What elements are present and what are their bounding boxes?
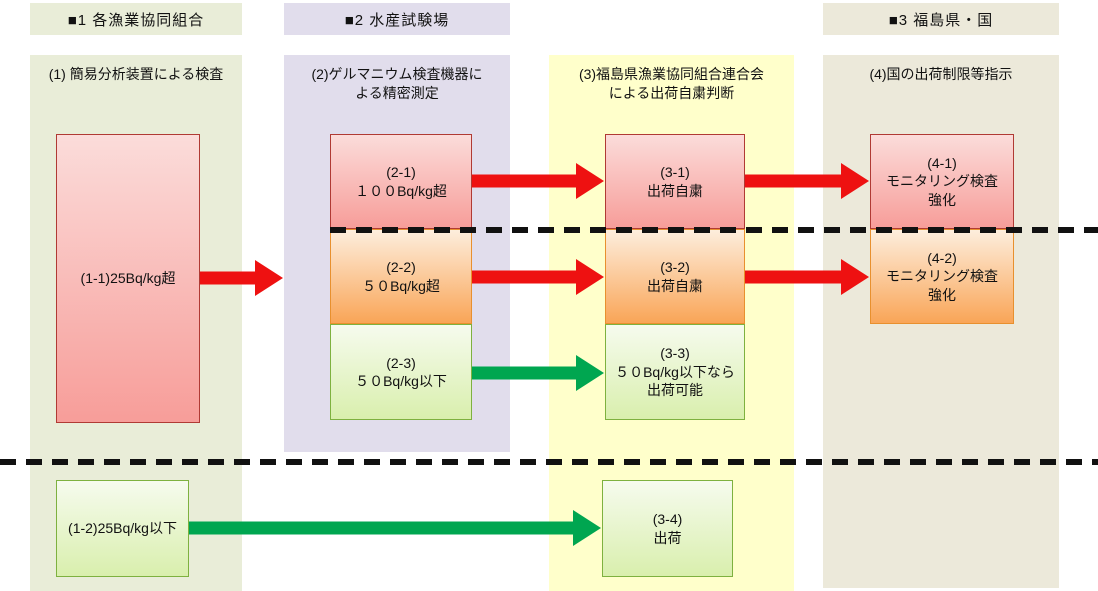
box-3-4-shipment: (3-4) 出荷 xyxy=(602,480,733,577)
org-header-fishery-cooperatives: ■1 各漁業協同組合 xyxy=(30,3,242,35)
arrow-3-2-to-4-2-icon xyxy=(745,259,869,295)
arrow-1-2-to-3-4-icon xyxy=(189,510,601,546)
lane-title-germanium-measurement: (2)ゲルマニウム検査機器に よる精密測定 xyxy=(311,66,483,101)
box-2-2-over-50bq: (2-2) ５０Bq/kg超 xyxy=(330,229,472,324)
box-1-2-under-25bq: (1-2)25Bq/kg以下 xyxy=(56,480,189,577)
arrow-3-1-to-4-1-icon xyxy=(745,163,869,199)
box-3-3-shippable-under-50bq: (3-3) ５０Bq/kg以下なら 出荷可能 xyxy=(605,324,745,420)
arrow-1-1-to-lane2-icon xyxy=(200,260,283,296)
box-2-3-under-50bq: (2-3) ５０Bq/kg以下 xyxy=(330,324,472,420)
org-header-fukushima-pref-national: ■3 福島県・国 xyxy=(823,3,1059,35)
box-3-1-shipment-restraint: (3-1) 出荷自粛 xyxy=(605,134,745,229)
arrow-2-1-to-3-1-icon xyxy=(472,163,604,199)
dashed-divider-100bq-threshold xyxy=(330,227,1098,233)
box-3-2-shipment-restraint: (3-2) 出荷自粛 xyxy=(605,229,745,324)
box-2-1-over-100bq: (2-1) １００Bq/kg超 xyxy=(330,134,472,229)
box-1-1-over-25bq: (1-1)25Bq/kg超 xyxy=(56,134,200,423)
dashed-divider-25bq-threshold xyxy=(0,459,1098,465)
arrow-2-2-to-3-2-icon xyxy=(472,259,604,295)
lane-title-shipment-restraint-judgement: (3)福島県漁業協同組合連合会 による出荷自粛判断 xyxy=(578,66,765,101)
lane-title-simple-analysis: (1) 簡易分析装置による検査 xyxy=(48,66,224,82)
lane-title-national-shipment-restriction: (4)国の出荷制限等指示 xyxy=(869,66,1013,82)
arrow-2-3-to-3-3-icon xyxy=(472,355,604,391)
org-header-fisheries-experiment-station: ■2 水産試験場 xyxy=(284,3,510,35)
box-4-2-monitoring-reinforced: (4-2) モニタリング検査 強化 xyxy=(870,229,1014,324)
box-4-1-monitoring-reinforced: (4-1) モニタリング検査 強化 xyxy=(870,134,1014,229)
